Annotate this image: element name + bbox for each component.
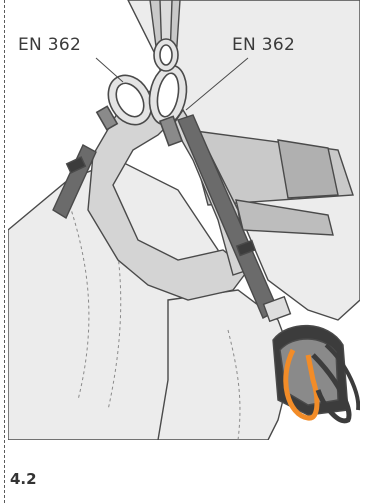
right-en-label: EN 362 — [232, 35, 295, 55]
cut-line — [4, 0, 5, 503]
top-ring — [154, 39, 178, 71]
harness-illustration — [8, 0, 360, 440]
figure-number: 4.2 — [10, 470, 37, 488]
gear-loop-pad — [273, 326, 358, 421]
left-en-label: EN 362 — [18, 35, 81, 55]
